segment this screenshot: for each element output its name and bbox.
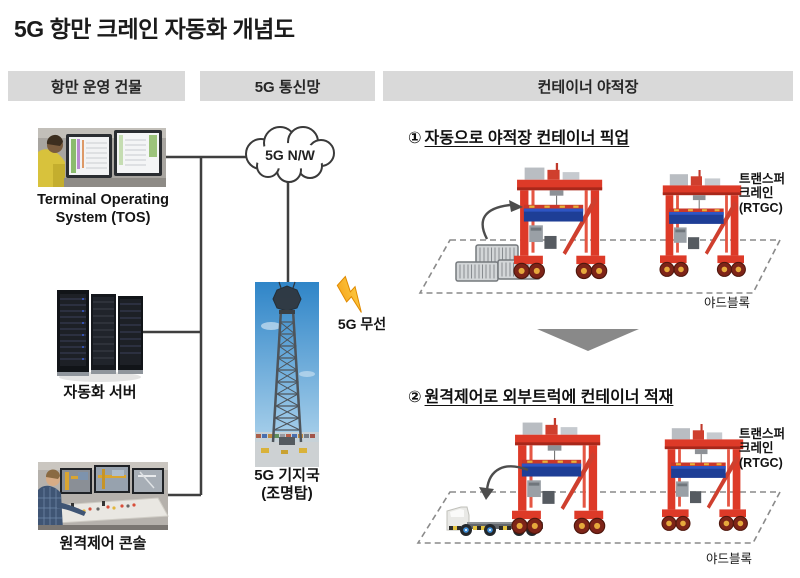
cloud-label: 5G N/W <box>265 147 315 163</box>
server-caption: 자동화 서버 <box>63 384 137 401</box>
connector-lines <box>143 155 290 497</box>
header-container-yard: 컨테이너 야적장 <box>383 71 793 101</box>
step2-number: ② <box>408 389 422 406</box>
base-station-caption: 5G 기지국 (조명탑) <box>243 467 331 503</box>
tos-caption: Terminal Operating System (TOS) <box>25 191 181 227</box>
console-photo <box>38 462 169 530</box>
5g-cloud-shape <box>245 126 335 183</box>
yard-block-label-2: 야드블록 <box>706 552 753 566</box>
tower-photo <box>255 281 319 467</box>
header-container-yard-label: 컨테이너 야적장 <box>537 78 639 96</box>
header-port-building-label: 항만 운영 건물 <box>50 78 143 96</box>
base-station-caption-line1: 5G 기지국 <box>254 467 320 484</box>
crane-label-1-line3: (RTGC) <box>739 200 783 215</box>
crane-label-2-line1: 트랜스퍼 <box>739 427 786 441</box>
page-title: 5G 항만 크레인 자동화 개념도 <box>14 16 295 42</box>
tos-photo <box>38 128 166 187</box>
yard-block-label-1: 야드블록 <box>704 296 751 310</box>
console-caption: 원격제어 콘솔 <box>59 535 147 552</box>
header-5g-network: 5G 통신망 <box>200 71 375 101</box>
yard-scene-2 <box>416 417 782 544</box>
base-station-caption-line2: (조명탑) <box>261 485 313 502</box>
step1-title: 자동으로 야적장 컨테이너 픽업 <box>424 130 630 147</box>
lightning-icon <box>336 275 362 313</box>
tos-caption-line1: Terminal Operating <box>37 192 169 208</box>
down-arrow-triangle <box>537 329 639 351</box>
step1-number: ① <box>408 130 422 147</box>
crane-label-1-line2: 크레인 <box>739 186 774 201</box>
server-photo <box>57 290 143 382</box>
step2-title: 원격제어로 외부트럭에 컨테이너 적재 <box>424 389 674 406</box>
header-port-building: 항만 운영 건물 <box>8 71 185 101</box>
header-5g-network-label: 5G 통신망 <box>254 78 321 96</box>
crane-label-1: 트랜스퍼 크레인 (RTGC) <box>739 172 799 215</box>
crane-label-1-line1: 트랜스퍼 <box>739 172 786 186</box>
tos-caption-line2: System (TOS) <box>55 210 151 227</box>
crane-label-2-line2: 크레인 <box>739 441 774 456</box>
crane-label-2: 트랜스퍼 크레인 (RTGC) <box>739 427 799 470</box>
yard-scene-1 <box>418 162 782 294</box>
crane-label-2-line3: (RTGC) <box>739 455 783 470</box>
wireless-label: 5G 무선 <box>337 316 387 332</box>
